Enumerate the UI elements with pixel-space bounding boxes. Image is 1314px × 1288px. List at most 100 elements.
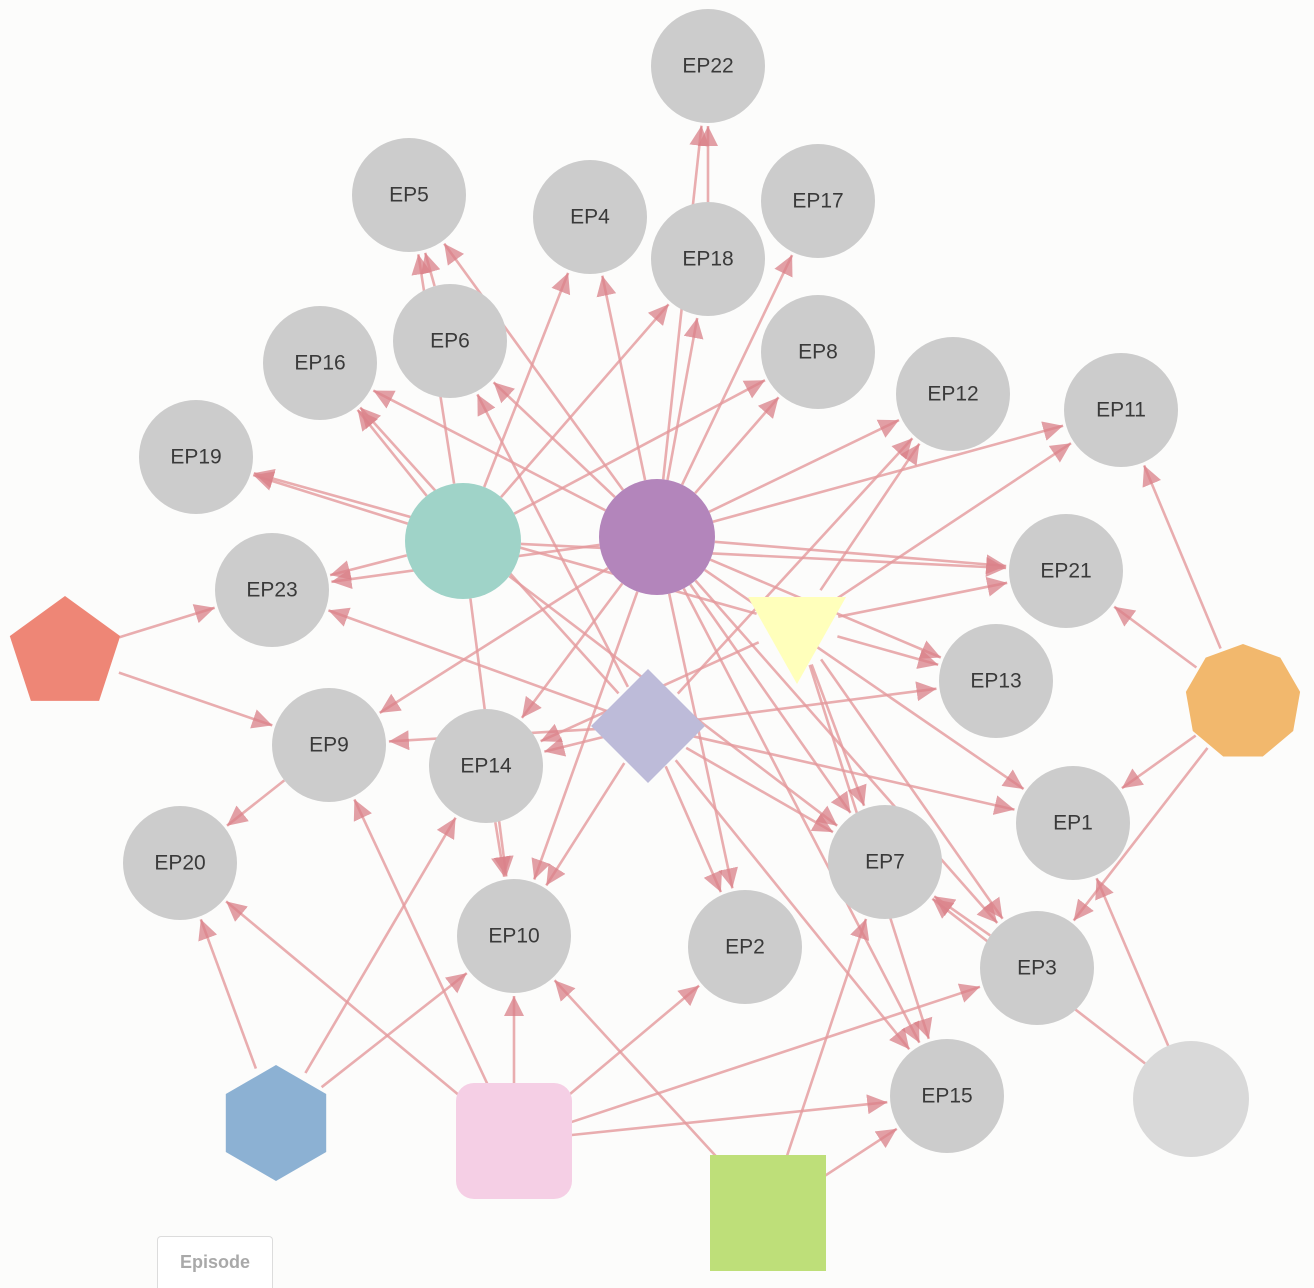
edge-yellow-triangle-to-ep7: [810, 663, 867, 807]
episode-label: EP4: [570, 206, 610, 229]
edge-lavender-diamond-to-ep2: [664, 765, 723, 893]
episode-label: EP1: [1053, 812, 1093, 835]
edge-yellow-triangle-to-ep12: [819, 442, 921, 591]
edge-purple-circle-to-ep2: [667, 593, 738, 889]
episode-node-ep15[interactable]: EP15: [890, 1039, 1004, 1153]
edge-yellow-triangle-to-ep11: [831, 442, 1072, 603]
episode-circle: [352, 138, 466, 252]
edge-lavender-diamond-to-ep7: [685, 746, 834, 834]
character-node-pink-square[interactable]: [456, 1083, 572, 1199]
episode-node-ep5[interactable]: EP5: [352, 138, 466, 252]
edge-EP14-to-ep10: [491, 821, 511, 878]
edge-yellow-triangle-to-ep13: [837, 635, 939, 669]
edge-lavender-diamond-to-ep10: [545, 762, 626, 887]
edge-EP9-to-ep20: [226, 779, 286, 827]
episode-label: EP10: [488, 925, 539, 948]
episode-circle: [1016, 766, 1130, 880]
episode-label: EP2: [725, 936, 765, 959]
edge-purple-circle-to-ep6: [492, 381, 616, 499]
edge-blue-hexagon-to-ep14: [304, 817, 457, 1074]
episode-node-ep23[interactable]: EP23: [215, 533, 329, 647]
edge-lavender-diamond-to-ep13: [691, 681, 937, 722]
legend-tab-episode[interactable]: Episode: [157, 1236, 273, 1288]
character-node-yellow-triangle[interactable]: [748, 597, 846, 684]
episode-node-ep19[interactable]: EP19: [139, 400, 253, 514]
episode-label: EP13: [970, 670, 1021, 693]
episode-node-ep12[interactable]: EP12: [896, 337, 1010, 451]
edge-purple-circle-to-ep7: [689, 583, 852, 814]
episode-circle: [139, 400, 253, 514]
episode-circle: [1009, 514, 1123, 628]
edge-pink-square-to-ep15: [571, 1094, 888, 1137]
character-node-lavender-diamond[interactable]: [591, 669, 705, 783]
edge-purple-circle-to-ep14: [520, 582, 624, 719]
episode-label: EP5: [389, 184, 429, 207]
episode-node-ep13[interactable]: EP13: [939, 624, 1053, 738]
episode-label: EP3: [1017, 957, 1057, 980]
episode-node-ep2[interactable]: EP2: [688, 890, 802, 1004]
episode-node-ep7[interactable]: EP7: [828, 805, 942, 919]
episode-node-ep16[interactable]: EP16: [263, 306, 377, 420]
character-node-teal-circle[interactable]: [405, 483, 521, 599]
edge-teal-circle-to-ep18: [500, 303, 670, 499]
character-node-purple-circle[interactable]: [599, 479, 715, 595]
episode-label: EP11: [1096, 399, 1146, 422]
episode-label: EP12: [927, 383, 978, 406]
edge-purple-circle-to-ep3: [694, 579, 999, 924]
episode-node-ep21[interactable]: EP21: [1009, 514, 1123, 628]
edge-teal-circle-to-ep16: [356, 408, 428, 497]
episode-circle: [272, 688, 386, 802]
episode-label: EP18: [682, 248, 733, 271]
legend-tab-label: Episode: [179, 1252, 250, 1272]
episode-node-ep3[interactable]: EP3: [980, 911, 1094, 1025]
episode-node-ep14[interactable]: EP14: [429, 709, 543, 823]
episode-node-ep10[interactable]: EP10: [457, 879, 571, 993]
edge-green-square-to-ep7: [785, 918, 870, 1159]
episode-label: EP20: [154, 852, 205, 875]
episode-label: EP16: [294, 352, 345, 375]
episode-label: EP19: [170, 446, 221, 469]
episode-node-ep18[interactable]: EP18: [651, 202, 765, 316]
episode-node-ep22[interactable]: EP22: [651, 9, 765, 123]
edge-purple-circle-to-ep4: [596, 275, 647, 481]
episode-node-ep11[interactable]: EP11: [1064, 353, 1178, 467]
edge-pink-square-to-ep9: [353, 798, 491, 1090]
episode-circle: [761, 295, 875, 409]
edge-teal-circle-to-ep21: [520, 542, 1007, 577]
episode-node-ep4[interactable]: EP4: [533, 160, 647, 274]
character-node-orange-nonagon[interactable]: [1185, 644, 1301, 757]
character-node-blue-hexagon[interactable]: [225, 1065, 327, 1181]
episode-node-ep1[interactable]: EP1: [1016, 766, 1130, 880]
character-node-green-square[interactable]: [710, 1155, 826, 1271]
edge-EP6-to-ep5: [421, 252, 441, 287]
character-node-salmon-pentagon[interactable]: [9, 596, 121, 701]
episode-node-ep20[interactable]: EP20: [123, 806, 237, 920]
edge-yellow-triangle-to-ep3: [820, 658, 1004, 920]
edge-purple-circle-to-ep11: [712, 421, 1064, 523]
episode-node-ep9[interactable]: EP9: [272, 688, 386, 802]
edge-purple-circle-to-ep12: [708, 418, 900, 513]
episode-label: EP23: [246, 579, 297, 602]
edge-orange-nonagon-to-ep11: [1142, 464, 1222, 650]
edge-lavender-diamond-to-ep14: [543, 735, 606, 757]
character-node-gray-circle[interactable]: [1133, 1041, 1249, 1157]
episode-label: EP8: [798, 341, 838, 364]
episode-node-ep8[interactable]: EP8: [761, 295, 875, 409]
edge-blue-hexagon-to-ep20: [198, 918, 258, 1070]
edge-teal-circle-to-ep8: [513, 379, 766, 515]
episode-node-ep6[interactable]: EP6: [393, 284, 507, 398]
edge-pink-square-to-ep2: [557, 984, 700, 1105]
episode-circle: [1064, 353, 1178, 467]
edge-purple-circle-to-ep5: [443, 242, 625, 491]
edge-teal-circle-to-ep23: [329, 554, 408, 580]
episode-circle: [533, 160, 647, 274]
edge-blue-hexagon-to-ep10: [320, 972, 468, 1089]
episode-circle: [896, 337, 1010, 451]
edge-teal-circle-to-ep19: [252, 471, 409, 525]
episode-label: EP7: [865, 851, 905, 874]
episode-label: EP21: [1040, 560, 1091, 583]
episode-node-ep17[interactable]: EP17: [761, 144, 875, 258]
episode-label: EP14: [460, 755, 512, 778]
